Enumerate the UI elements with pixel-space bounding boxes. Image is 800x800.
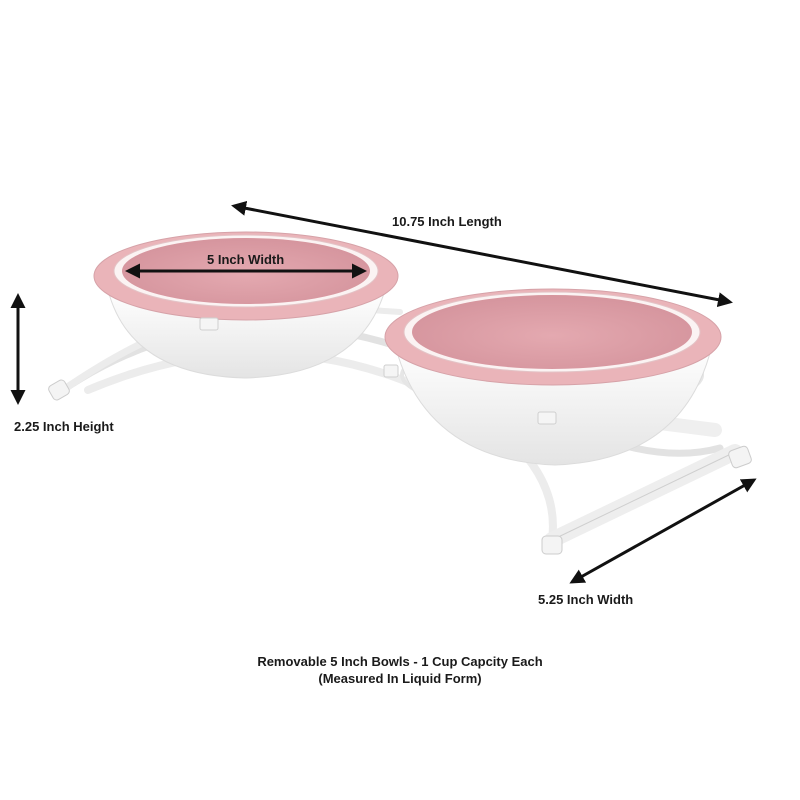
base-width-label: 5.25 Inch Width	[538, 592, 634, 607]
length-arrow	[231, 200, 733, 308]
height-label: 2.25 Inch Height	[14, 419, 114, 434]
base-width-arrow	[569, 478, 757, 584]
caption-line-2: (Measured In Liquid Form)	[318, 671, 482, 686]
length-label: 10.75 Inch Length	[392, 214, 502, 229]
stand-feet	[48, 379, 752, 555]
caption: Removable 5 Inch Bowls - 1 Cup Capcity E…	[0, 653, 800, 687]
holder-clips	[199, 317, 557, 425]
dimension-arrows	[10, 200, 757, 584]
bowl-width-label: 5 Inch Width	[207, 252, 285, 267]
caption-line-1: Removable 5 Inch Bowls - 1 Cup Capcity E…	[257, 654, 543, 669]
right-bowl	[384, 288, 722, 466]
